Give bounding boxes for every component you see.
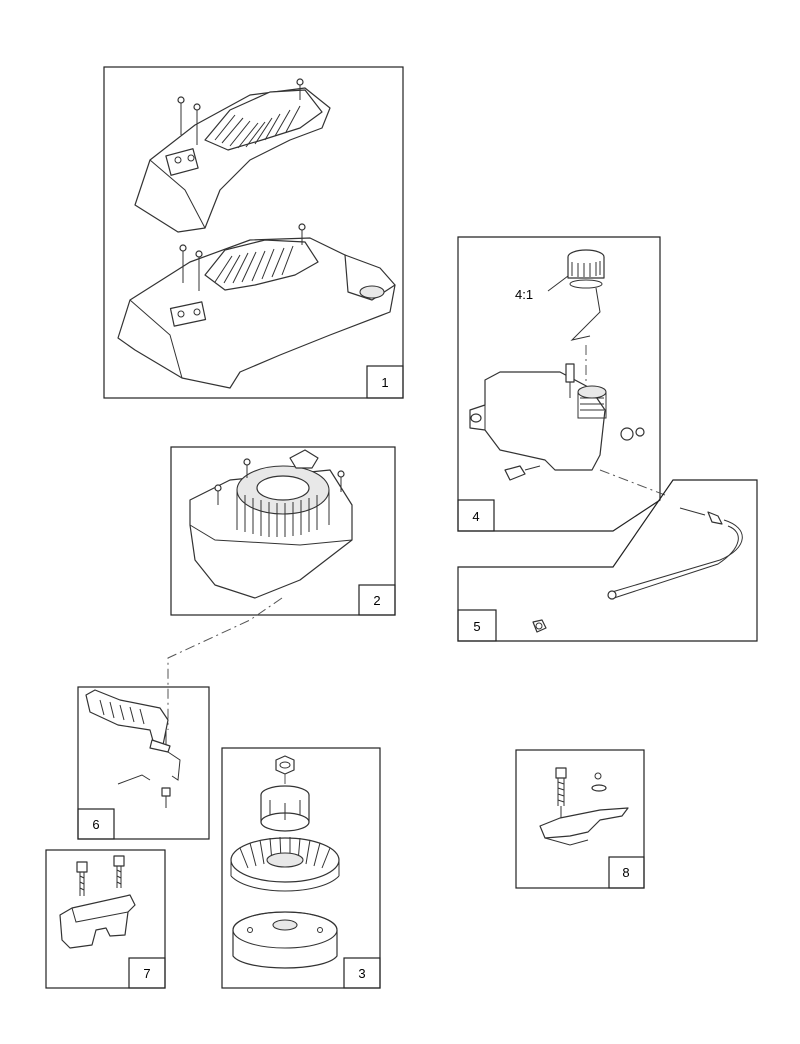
group-1-frame bbox=[103, 66, 404, 399]
throttle-link-rod-part bbox=[117, 774, 151, 785]
fuel-hose-part bbox=[607, 507, 743, 600]
hose-clamp-part bbox=[532, 619, 547, 633]
flywheel-fan-part bbox=[230, 836, 340, 892]
group-8-muffler-guard: 8 bbox=[515, 749, 645, 889]
callout-2-label: 2 bbox=[373, 593, 380, 608]
callout-4-label: 4 bbox=[472, 509, 479, 524]
callout-1-label: 1 bbox=[381, 375, 388, 390]
flywheel-nut-part bbox=[275, 755, 295, 775]
group-3-frame bbox=[221, 747, 381, 989]
shield-bolts-part bbox=[76, 855, 125, 896]
callout-7-label: 7 bbox=[143, 966, 150, 981]
group-4-callout-box bbox=[457, 499, 495, 532]
fuel-tank-body-part bbox=[469, 371, 607, 471]
flywheel-part bbox=[232, 911, 338, 969]
callout-5-label: 5 bbox=[473, 619, 480, 634]
group-4-fuel-tank: 4:1 4 bbox=[457, 236, 666, 532]
starter-handle-part bbox=[289, 449, 319, 469]
assembly-link-line bbox=[167, 597, 283, 730]
group-5-callout-box bbox=[457, 609, 497, 642]
fuel-mix-ratio-annotation: 4:1 bbox=[515, 287, 533, 302]
lock-washer-part bbox=[594, 772, 602, 780]
group-8-frame bbox=[515, 749, 645, 889]
starter-cup-part bbox=[260, 785, 310, 832]
group-2-frame bbox=[170, 446, 396, 616]
group-1-callout-box bbox=[366, 365, 404, 399]
group-3-callout-box bbox=[343, 957, 381, 989]
callout-6-label: 6 bbox=[92, 817, 99, 832]
callout-3-label: 3 bbox=[358, 966, 365, 981]
group-7-heat-shield: 7 bbox=[45, 849, 166, 989]
group-7-frame bbox=[45, 849, 166, 989]
bracket-part bbox=[85, 689, 169, 749]
group-6-frame bbox=[77, 686, 210, 840]
group-2-recoil-starter: 2 bbox=[170, 446, 396, 616]
fuel-cap-part bbox=[567, 249, 605, 341]
group-5-frame bbox=[457, 479, 758, 642]
tank-mount-bolt-part bbox=[565, 363, 575, 398]
callout-8-label: 8 bbox=[622, 865, 629, 880]
lower-shroud-part bbox=[117, 223, 396, 389]
group-8-callout-box bbox=[608, 856, 645, 889]
group-2-callout-box bbox=[358, 584, 396, 616]
group-6-throttle-bracket: 6 bbox=[77, 686, 210, 840]
guard-plate-part bbox=[539, 807, 629, 839]
group-5-fuel-line: 5 bbox=[457, 479, 758, 642]
group-1-shroud-covers: 1 bbox=[103, 66, 404, 399]
heat-shield-plate-part bbox=[59, 894, 136, 949]
group-6-callout-box bbox=[77, 808, 115, 840]
group-3-flywheel: 3 bbox=[221, 747, 381, 989]
group-4-frame bbox=[457, 236, 661, 532]
group-7-callout-box bbox=[128, 957, 166, 989]
upper-shroud-part bbox=[134, 78, 331, 233]
flat-washer-part bbox=[591, 784, 607, 792]
guard-bolt-part bbox=[555, 767, 567, 830]
